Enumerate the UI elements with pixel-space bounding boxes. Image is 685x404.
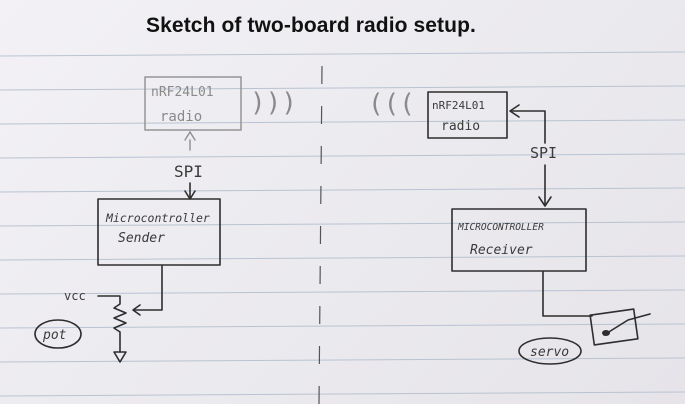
diagram-title: Sketch of two-board radio setup. [146, 14, 476, 37]
receiver-radio: nRF24L01 radio [427, 91, 508, 139]
sender-radio-sublabel: radio [160, 109, 202, 125]
servo-horn-icon [602, 330, 610, 336]
servo-label: servo [530, 345, 569, 360]
ruled-lines [0, 51, 685, 397]
receiver-spi-link [509, 104, 552, 207]
servo-bubble [518, 337, 582, 365]
receiver-radio-waves: ((( [368, 89, 415, 119]
sender-microcontroller: Microcontroller Sender [97, 198, 221, 266]
potentiometer-circuit [97, 265, 163, 363]
center-divider [318, 65, 323, 404]
sender-radio-label: nRF24L01 [151, 85, 214, 100]
receiver-spi-label: SPI [530, 144, 557, 162]
servo-circuit [542, 271, 651, 346]
sender-spi-label: SPI [174, 162, 203, 181]
sender-mcu-sublabel: Sender [118, 231, 165, 246]
receiver-mcu-label: MICROCONTROLLER [457, 222, 544, 233]
receiver-radio-sublabel: radio [441, 119, 480, 134]
pot-label: pot [42, 328, 67, 343]
sender-radio-waves: ))) [250, 88, 297, 118]
sender-radio: nRF24L01 radio [144, 76, 242, 131]
receiver-radio-label: nRF24L01 [432, 99, 485, 112]
vcc-label: vcc [64, 289, 86, 303]
pot-bubble [34, 319, 82, 349]
receiver-mcu-sublabel: Receiver [470, 243, 533, 258]
receiver-microcontroller: MICROCONTROLLER Receiver [451, 208, 587, 272]
sender-mcu-label: Microcontroller [105, 211, 210, 225]
